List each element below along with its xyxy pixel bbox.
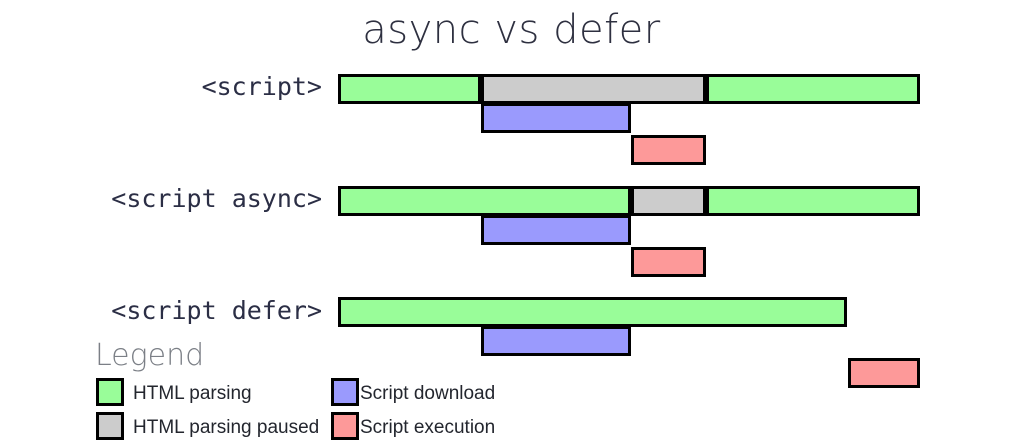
- row-label-1: <script>: [201, 72, 322, 101]
- bar-segment-html-parsing: [338, 74, 481, 104]
- bar-segment-html-parsing: [338, 297, 847, 327]
- bar-segment-script-execution: [631, 247, 706, 277]
- page-title: async vs defer: [362, 7, 661, 53]
- legend-heading: Legend: [95, 338, 205, 373]
- legend-swatch-html-parsing: [96, 378, 124, 406]
- legend-swatch-script-download: [331, 378, 359, 406]
- bar-segment-script-download: [481, 103, 631, 133]
- bar-segment-html-parsing-paused: [631, 186, 706, 216]
- legend-swatch-script-execution: [331, 412, 359, 440]
- legend-label-html-parsing: HTML parsing: [133, 383, 252, 404]
- row-label-3: <script defer>: [111, 296, 322, 325]
- bar-segment-html-parsing: [338, 186, 631, 216]
- bar-segment-html-parsing: [706, 186, 920, 216]
- bar-segment-script-download: [481, 326, 631, 356]
- bar-segment-html-parsing: [706, 74, 920, 104]
- bar-segment-script-execution: [848, 358, 920, 388]
- legend-label-html-parsing-paused: HTML parsing paused: [133, 417, 320, 438]
- legend-label-script-download: Script download: [360, 383, 496, 404]
- bar-segment-script-execution: [631, 135, 706, 165]
- row-label-2: <script async>: [111, 184, 322, 213]
- legend-swatch-html-parsing-paused: [96, 412, 124, 440]
- legend-label-script-execution: Script execution: [360, 417, 496, 438]
- bar-segment-html-parsing-paused: [481, 74, 706, 104]
- bar-segment-script-download: [481, 215, 631, 245]
